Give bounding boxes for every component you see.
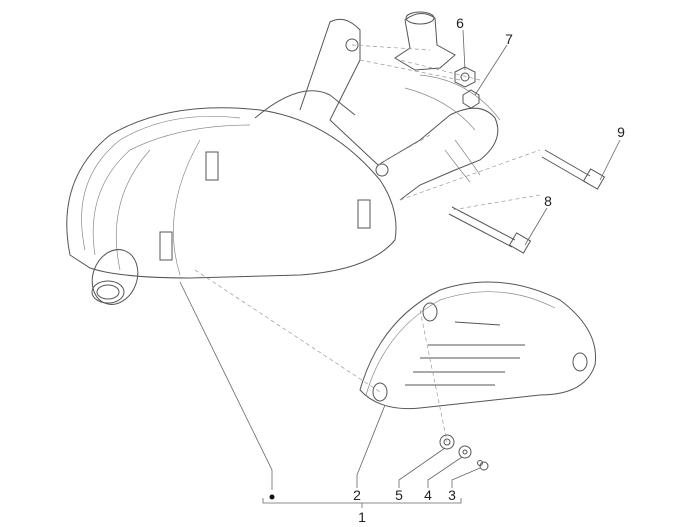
alignment-lines — [194, 44, 541, 443]
callout-7: 7 — [505, 31, 513, 47]
callout-1: 1 — [358, 509, 366, 525]
callout-5: 5 — [395, 487, 403, 503]
leader-lines — [179, 29, 621, 508]
muffler — [66, 107, 397, 305]
callout-6: 6 — [456, 15, 464, 31]
fasteners — [439, 434, 489, 471]
bolts — [448, 149, 606, 254]
callout-9: 9 — [617, 124, 625, 140]
heat-shield — [359, 281, 597, 410]
kit-marker-dot — [269, 494, 275, 500]
callout-4: 4 — [424, 487, 432, 503]
callout-2: 2 — [353, 487, 361, 503]
callout-3: 3 — [448, 487, 456, 503]
callout-8: 8 — [544, 193, 552, 209]
exhaust-pipe — [254, 11, 501, 201]
nuts — [454, 66, 480, 109]
